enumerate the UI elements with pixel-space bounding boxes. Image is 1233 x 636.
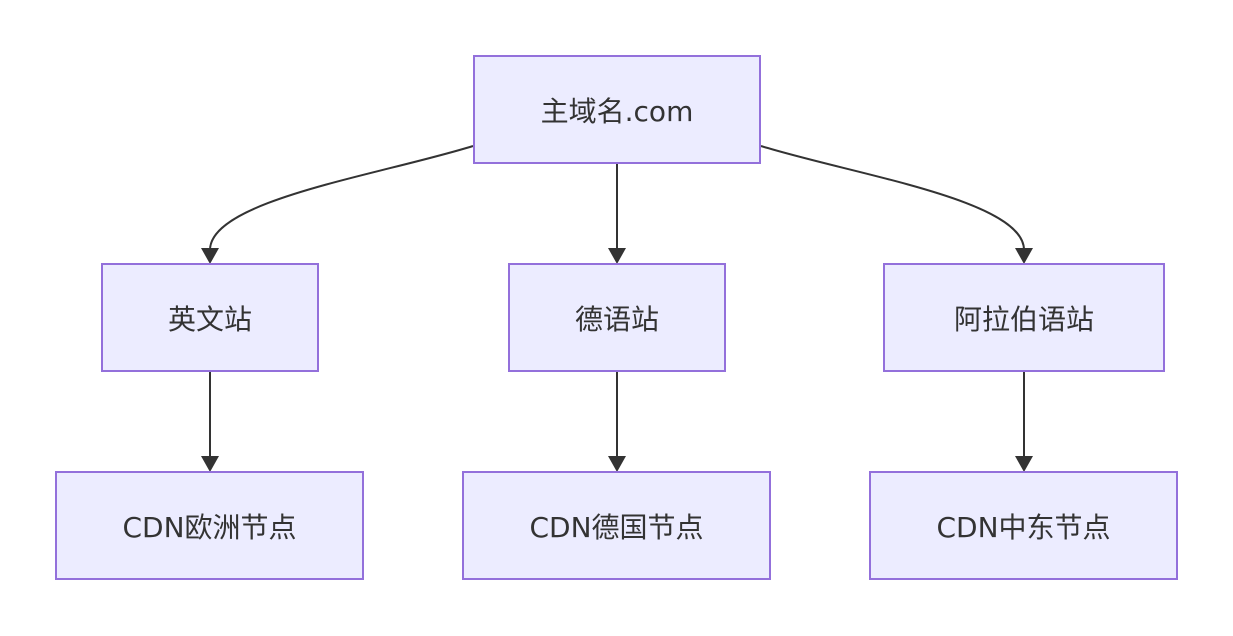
- cdn-europe-node[interactable]: CDN欧洲节点: [55, 471, 364, 580]
- arabic-site-node[interactable]: 阿拉伯语站: [883, 263, 1165, 372]
- english-site-node[interactable]: 英文站: [101, 263, 319, 372]
- german-site-node[interactable]: 德语站: [508, 263, 726, 372]
- arrowhead-cdn-europe: [201, 456, 219, 472]
- cdn-middle-east-node[interactable]: CDN中东节点: [869, 471, 1178, 580]
- arrowhead-cdn-middle-east: [1015, 456, 1033, 472]
- edge-root-to-arabic-site: [760, 145, 1025, 251]
- cdn-europe-label: CDN欧洲节点: [122, 510, 297, 544]
- cdn-germany-node[interactable]: CDN德国节点: [462, 471, 771, 580]
- root-domain-node[interactable]: 主域名.com: [473, 55, 761, 164]
- arrowhead-arabic-site: [1015, 248, 1033, 264]
- arrowhead-german-site: [608, 248, 626, 264]
- root-domain-label: 主域名.com: [540, 94, 694, 128]
- german-site-label: 德语站: [574, 302, 659, 336]
- arrowhead-english-site: [201, 248, 219, 264]
- edge-root-to-english-site: [209, 145, 474, 251]
- arrowhead-cdn-germany: [608, 456, 626, 472]
- cdn-germany-label: CDN德国节点: [529, 510, 704, 544]
- english-site-label: 英文站: [167, 302, 252, 336]
- arabic-site-label: 阿拉伯语站: [953, 302, 1094, 336]
- cdn-middle-east-label: CDN中东节点: [936, 510, 1111, 544]
